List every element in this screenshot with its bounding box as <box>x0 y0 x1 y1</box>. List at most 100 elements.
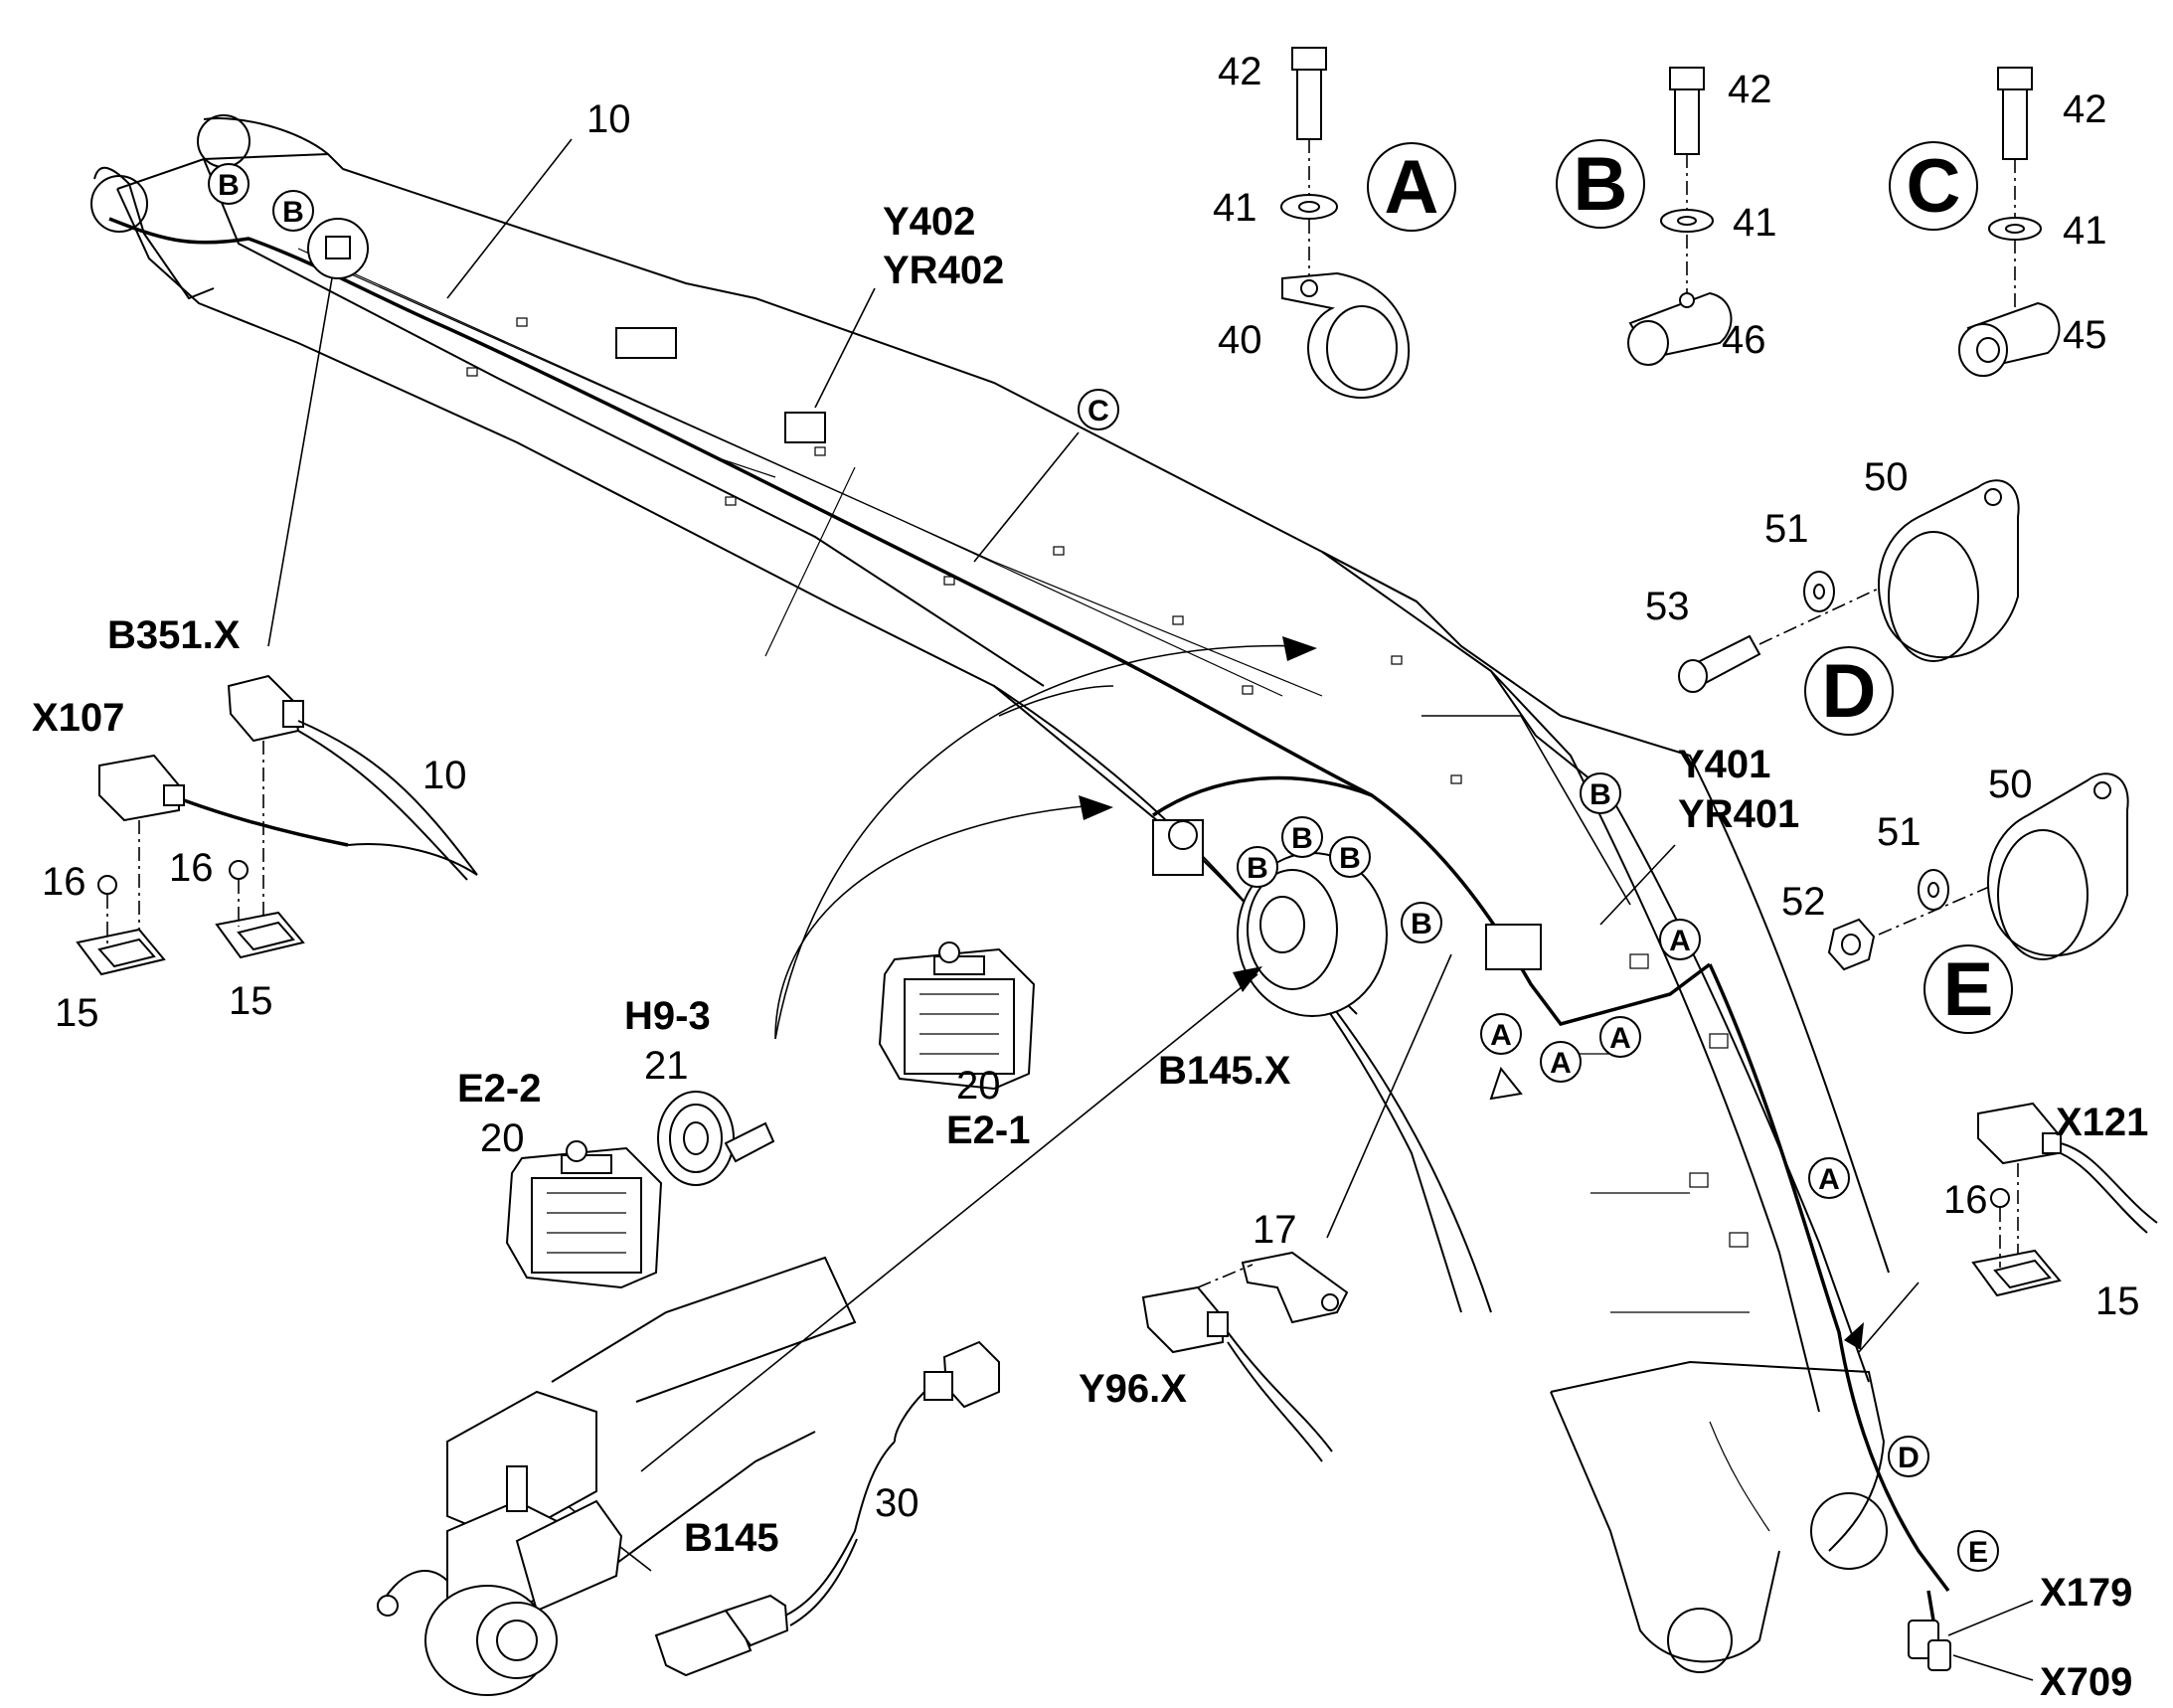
clamp-marker-a: A <box>1808 1157 1850 1199</box>
clamp-marker-b: B <box>208 163 250 205</box>
label-b145: B145 <box>684 1516 779 1560</box>
svg-text:B: B <box>1247 852 1268 885</box>
valve-block <box>377 1256 857 1696</box>
label-x179: X179 <box>2040 1571 2132 1615</box>
label-b145x: B145.X <box>1158 1049 1291 1093</box>
label-10-side: 10 <box>422 754 467 797</box>
label-10-top: 10 <box>586 97 631 141</box>
label-45: 45 <box>2063 313 2107 357</box>
detail-e-clamp-assembly: E <box>1827 772 2129 1034</box>
svg-text:A: A <box>1669 925 1691 957</box>
label-15-mid: 15 <box>229 979 273 1023</box>
label-x107: X107 <box>32 696 124 740</box>
label-42-a: 42 <box>1218 50 1262 93</box>
label-30: 30 <box>875 1481 919 1525</box>
label-h9-3: H9-3 <box>624 994 711 1038</box>
svg-text:E: E <box>1968 1536 1988 1569</box>
connector-y96x <box>1141 1251 1349 1462</box>
svg-text:B: B <box>1589 778 1611 811</box>
svg-text:A: A <box>1818 1163 1840 1196</box>
clamp-marker-a: A <box>1540 1041 1582 1083</box>
detail-d-clamp-assembly: D <box>1678 479 2020 736</box>
work-light-e2-1 <box>878 941 1036 1091</box>
label-y401: Y401 <box>1678 743 1770 786</box>
clamp-marker-c: C <box>1078 389 1119 430</box>
svg-text:B: B <box>1411 908 1432 940</box>
connector-b351x <box>227 674 478 925</box>
label-50-d: 50 <box>1864 455 1909 499</box>
label-15-right: 15 <box>2095 1280 2140 1323</box>
label-46: 46 <box>1722 318 1766 362</box>
clamp-marker-b: B <box>272 190 314 232</box>
label-51-d: 51 <box>1764 507 1809 551</box>
callout-labels: 10 Y402 YR402 B351.X X107 10 16 16 15 15… <box>32 50 2148 1704</box>
label-e2-2: E2-2 <box>457 1067 542 1110</box>
label-b351x: B351.X <box>107 613 241 657</box>
clip-15-left <box>76 875 166 976</box>
label-42-c: 42 <box>2063 87 2107 131</box>
connector-x107 <box>98 754 478 944</box>
label-x709: X709 <box>2040 1660 2132 1703</box>
label-16-right: 16 <box>1943 1178 1988 1222</box>
svg-text:A: A <box>1609 1022 1631 1055</box>
label-50-e: 50 <box>1988 763 2033 806</box>
label-41-b: 41 <box>1733 201 1777 245</box>
detail-a-clamp-assembly: A <box>1280 47 1456 399</box>
label-52: 52 <box>1781 880 1826 924</box>
clip-15-right <box>1971 1188 2062 1297</box>
work-light-e2-2 <box>505 1140 663 1289</box>
detail-letter-b: B <box>1574 142 1628 227</box>
clamp-marker-a: A <box>1480 1013 1522 1055</box>
connector-x121 <box>1977 1102 2158 1273</box>
sensor-b145 <box>654 1340 1000 1677</box>
clamp-marker-b: B <box>1329 836 1371 878</box>
clamp-marker-b: B <box>1237 846 1278 888</box>
detail-c-clamp-assembly: C <box>1889 67 2061 377</box>
clamp-marker-e: E <box>1957 1530 1999 1572</box>
detail-letter-d: D <box>1822 649 1877 734</box>
clip-15-mid <box>215 860 305 959</box>
label-yr401: YR401 <box>1678 792 1799 836</box>
label-21: 21 <box>644 1044 689 1088</box>
detail-letter-c: C <box>1907 144 1961 229</box>
label-17: 17 <box>1253 1208 1297 1252</box>
clamp-marker-b: B <box>1281 816 1323 858</box>
svg-text:B: B <box>1339 842 1361 875</box>
boom-clamp-markers: B B C B B B B B A A A A A D E <box>208 163 1999 1572</box>
label-x121: X121 <box>2056 1101 2148 1144</box>
label-53: 53 <box>1645 585 1690 628</box>
label-yr402: YR402 <box>883 249 1004 292</box>
clamp-marker-b: B <box>1580 772 1621 814</box>
label-15-left: 15 <box>55 991 99 1035</box>
label-20-right: 20 <box>956 1064 1001 1108</box>
label-e2-1: E2-1 <box>946 1109 1031 1152</box>
svg-text:A: A <box>1550 1047 1572 1080</box>
label-y402: Y402 <box>883 200 975 244</box>
clamp-marker-d: D <box>1888 1436 1929 1477</box>
svg-text:A: A <box>1490 1019 1512 1052</box>
label-51-e: 51 <box>1877 810 1922 854</box>
clamp-marker-b: B <box>1401 902 1442 943</box>
label-20-left: 20 <box>480 1116 525 1160</box>
svg-text:D: D <box>1898 1442 1920 1474</box>
label-16-left: 16 <box>42 860 86 904</box>
svg-text:C: C <box>1087 395 1109 427</box>
boom-arm <box>90 114 1890 1673</box>
horn-h9-3 <box>657 1091 775 1186</box>
detail-b-clamp-assembly: B <box>1556 67 1733 366</box>
label-41-c: 41 <box>2063 209 2107 253</box>
label-y96x: Y96.X <box>1079 1367 1187 1411</box>
detail-letter-e: E <box>1943 947 1994 1032</box>
label-41-a: 41 <box>1213 186 1257 230</box>
label-16-mid: 16 <box>169 846 214 890</box>
clamp-marker-a: A <box>1659 919 1701 960</box>
boom-components <box>307 218 1542 1101</box>
clamp-marker-a: A <box>1599 1016 1641 1058</box>
label-40: 40 <box>1218 318 1262 362</box>
svg-text:B: B <box>1291 822 1313 855</box>
svg-text:B: B <box>218 169 240 202</box>
label-42-b: 42 <box>1728 68 1772 111</box>
detail-letter-a: A <box>1385 145 1439 230</box>
